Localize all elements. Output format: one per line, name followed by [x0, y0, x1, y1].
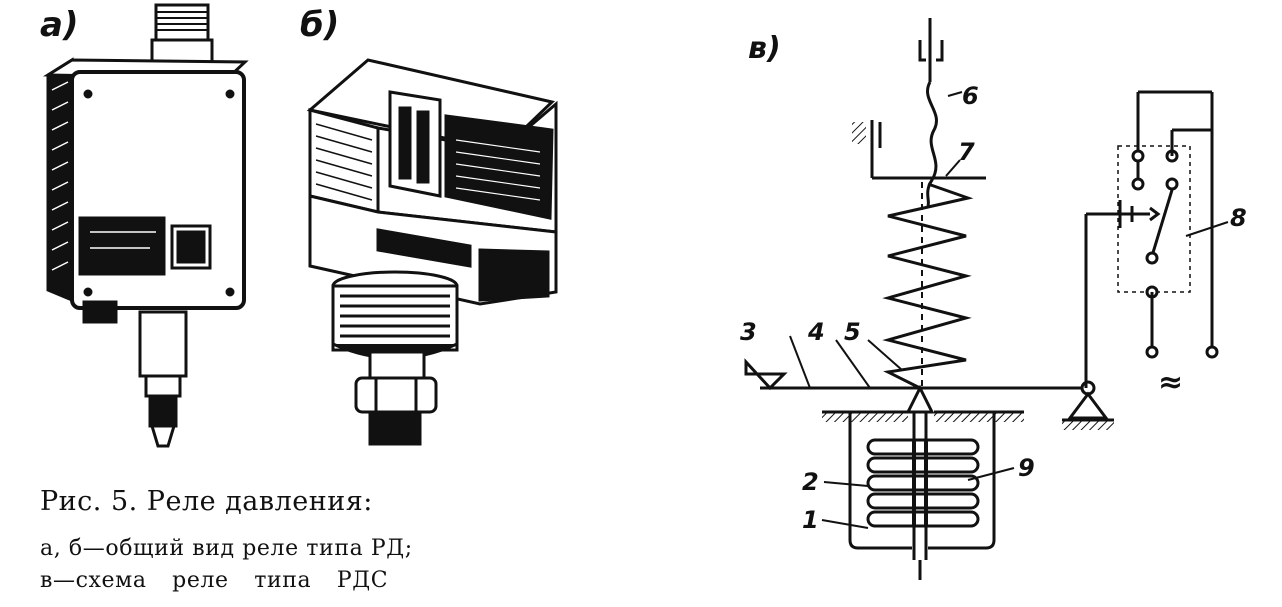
panel-label-c: в) [748, 31, 781, 66]
callout-6: 6 [962, 82, 979, 110]
callout-3: 3 [740, 318, 757, 346]
relay-rd-perspective-view [306, 58, 558, 446]
panel-label-a: а) [40, 5, 78, 45]
callout-5: 5 [844, 318, 861, 346]
callout-8: 8 [1230, 204, 1247, 232]
figure-caption-line-1: а, б—общий вид реле типа РД; [40, 536, 413, 561]
panel-label-b: б) [300, 5, 339, 45]
callout-1: 1 [802, 506, 819, 534]
callout-4: 4 [807, 318, 825, 346]
callout-2: 2 [802, 468, 819, 496]
callout-9: 9 [1018, 454, 1035, 482]
callout-7: 7 [958, 138, 975, 166]
figure-caption-line-2: в—схема реле типа РДС [40, 568, 389, 593]
relay-rd-front-view [42, 3, 249, 448]
relay-rds-schematic [744, 18, 1229, 580]
figure-caption-title: Рис. 5. Реле давления: [40, 486, 373, 517]
ac-symbol: ≈ [1158, 365, 1183, 400]
